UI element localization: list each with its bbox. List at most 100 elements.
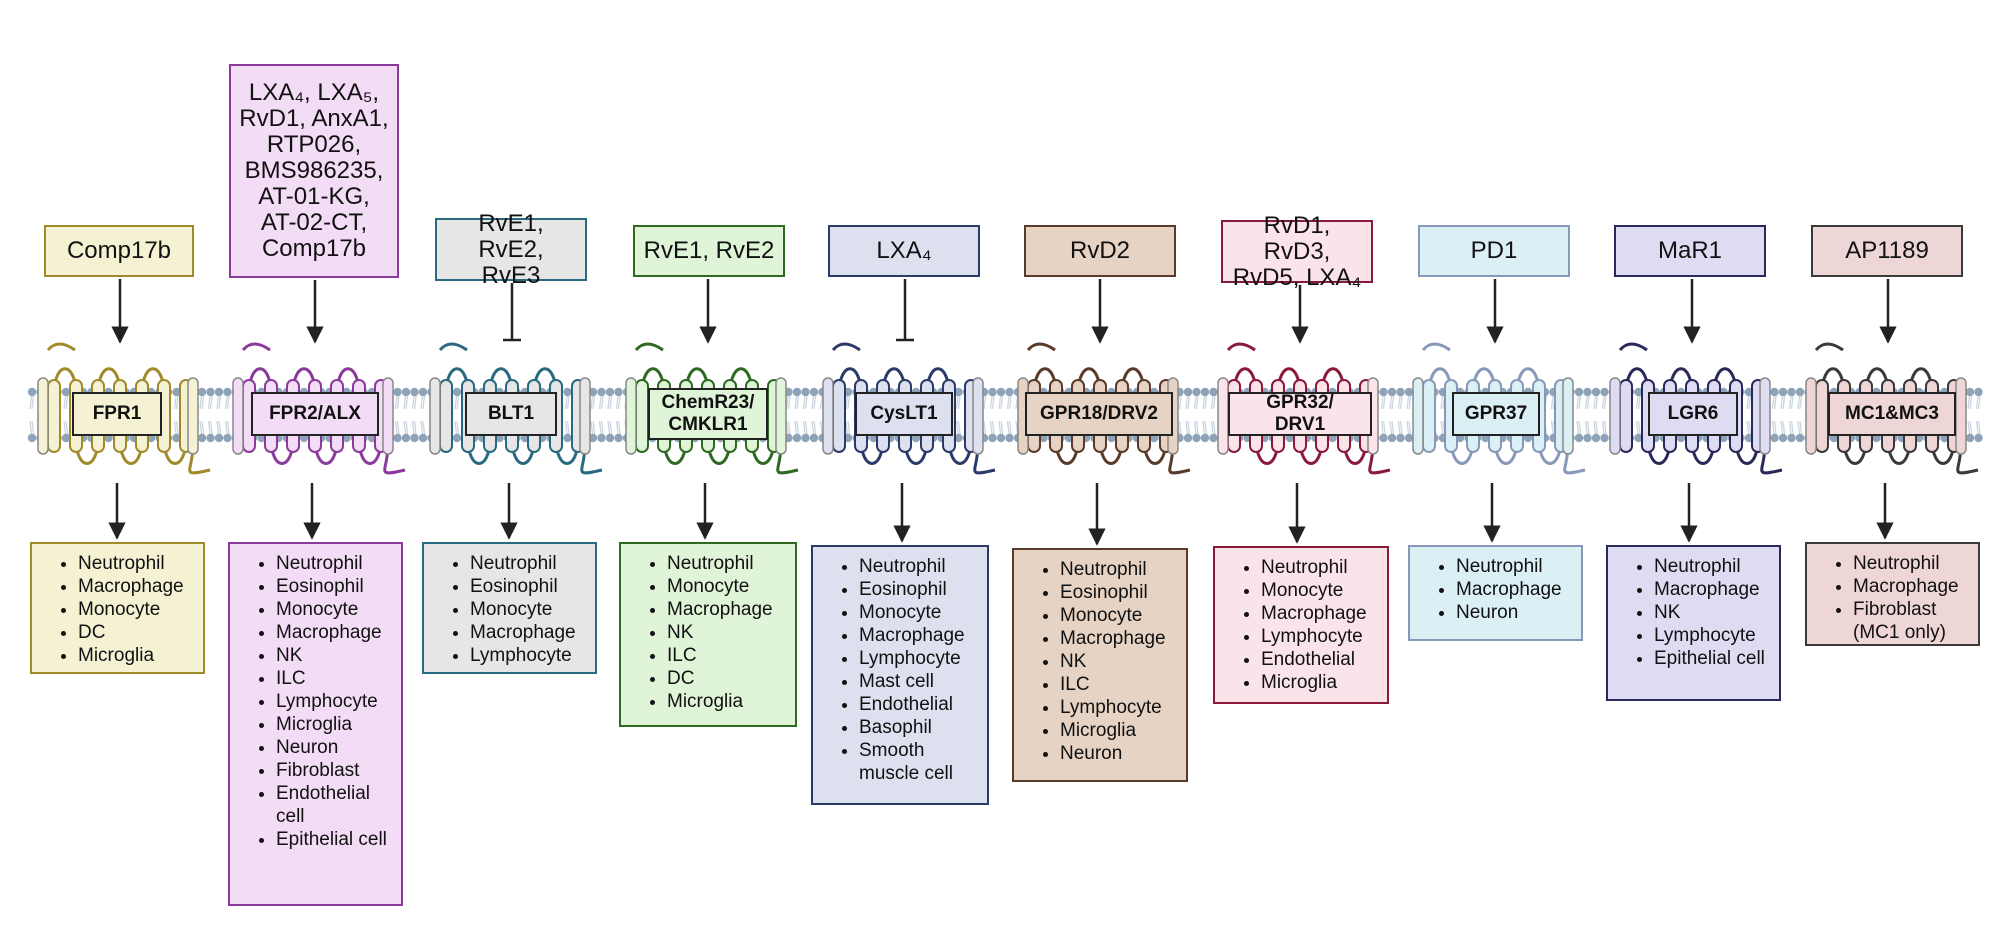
cell-type-item: Monocyte	[276, 598, 393, 621]
cell-type-item: Endothelial	[1261, 648, 1379, 671]
cell-type-item: Monocyte	[78, 598, 195, 621]
cell-types-box-mc1mc3: NeutrophilMacrophageFibroblast (MC1 only…	[1805, 542, 1980, 646]
cell-type-item: Macrophage	[1456, 578, 1573, 601]
receptor-label-lgr6: LGR6	[1648, 392, 1738, 436]
receptor-label-gpr32: GPR32/ DRV1	[1228, 392, 1372, 436]
cell-type-item: Monocyte	[859, 601, 979, 624]
cell-type-item: Neuron	[1456, 601, 1573, 624]
cell-type-list: NeutrophilMacrophageNeuron	[1410, 555, 1573, 624]
cell-type-item: Fibroblast	[276, 759, 393, 782]
cell-type-item: ILC	[1060, 673, 1178, 696]
ligand-label: RvE1, RvE2, RvE3	[478, 209, 544, 289]
cell-type-item: Macrophage	[1261, 602, 1379, 625]
cell-type-item: Microglia	[667, 690, 787, 713]
cell-type-item: Lymphocyte	[1060, 696, 1178, 719]
cell-type-item: Neutrophil	[1853, 552, 1970, 575]
cell-type-item: NK	[276, 644, 393, 667]
receptor-label-fpr2: FPR2/ALX	[251, 392, 379, 436]
cell-type-list: NeutrophilMacrophageMonocyteDCMicroglia	[32, 552, 195, 667]
cell-type-item: Epithelial cell	[276, 828, 393, 851]
cell-type-item: NK	[1654, 601, 1771, 624]
cell-type-item: Neutrophil	[78, 552, 195, 575]
cell-type-item: Macrophage	[276, 621, 393, 644]
cell-types-box-chemr23: NeutrophilMonocyteMacrophageNKILCDCMicro…	[619, 542, 797, 727]
cell-type-item: Lymphocyte	[859, 647, 979, 670]
ligand-box-mc1mc3: AP1189	[1811, 225, 1963, 277]
receptor-label-mc1mc3: MC1&MC3	[1828, 392, 1956, 436]
cell-type-item: Lymphocyte	[1261, 625, 1379, 648]
cell-type-item: Lymphocyte	[276, 690, 393, 713]
cell-type-list: NeutrophilMacrophageNKLymphocyteEpitheli…	[1608, 555, 1771, 670]
ligand-label: LXA₄, LXA₅, RvD1, AnxA1, RTP026, BMS9862…	[239, 79, 389, 262]
cell-types-box-lgr6: NeutrophilMacrophageNKLymphocyteEpitheli…	[1606, 545, 1781, 701]
ligand-label: RvD1, RvD3, RvD5, LXA₄	[1232, 211, 1362, 291]
ligand-box-chemr23: RvE1, RvE2	[633, 225, 785, 277]
cell-type-item: Macrophage	[1654, 578, 1771, 601]
cell-type-item: Macrophage	[1853, 575, 1970, 598]
ligand-box-cyslt1: LXA₄	[828, 225, 980, 277]
ligand-label: RvD2	[1069, 237, 1130, 264]
cell-types-box-fpr2: NeutrophilEosinophilMonocyteMacrophageNK…	[228, 542, 403, 906]
cell-types-box-fpr1: NeutrophilMacrophageMonocyteDCMicroglia	[30, 542, 205, 674]
cell-type-item: Endothelial	[859, 693, 979, 716]
receptor-label-fpr1: FPR1	[72, 392, 162, 436]
receptor-label-gpr18: GPR18/DRV2	[1025, 392, 1173, 436]
ligand-label: AP1189	[1845, 237, 1929, 264]
cell-type-item: Eosinophil	[859, 578, 979, 601]
cell-type-list: NeutrophilEosinophilMonocyteMacrophageLy…	[424, 552, 587, 667]
cell-type-item: Epithelial cell	[1654, 647, 1771, 670]
cell-type-item: Neutrophil	[1456, 555, 1573, 578]
ligand-label: PD1	[1470, 237, 1518, 264]
cell-type-item: Mast cell	[859, 670, 979, 693]
receptor-label-gpr37: GPR37	[1452, 392, 1540, 436]
ligand-box-fpr2: LXA₄, LXA₅, RvD1, AnxA1, RTP026, BMS9862…	[229, 64, 399, 278]
cell-type-item: Macrophage	[470, 621, 587, 644]
cell-type-item: Microglia	[78, 644, 195, 667]
cell-type-item: Basophil	[859, 716, 979, 739]
cell-type-item: Microglia	[276, 713, 393, 736]
ligand-label: LXA₄	[876, 237, 932, 264]
cell-type-list: NeutrophilEosinophilMonocyteMacrophageNK…	[1014, 558, 1178, 765]
receptor-label-blt1: BLT1	[465, 392, 557, 436]
ligand-box-gpr32: RvD1, RvD3, RvD5, LXA₄	[1221, 212, 1373, 290]
ligand-label: RvE1, RvE2	[643, 237, 775, 264]
cell-type-item: Eosinophil	[470, 575, 587, 598]
cell-type-item: Monocyte	[470, 598, 587, 621]
cell-type-item: Monocyte	[667, 575, 787, 598]
ligand-box-gpr37: PD1	[1418, 225, 1570, 277]
ligand-box-blt1: RvE1, RvE2, RvE3	[435, 210, 587, 288]
cell-type-list: NeutrophilMonocyteMacrophageNKILCDCMicro…	[621, 552, 787, 713]
cell-type-item: ILC	[667, 644, 787, 667]
cell-type-item: Neutrophil	[667, 552, 787, 575]
cell-type-item: Smooth muscle cell	[859, 739, 979, 785]
cell-type-item: DC	[78, 621, 195, 644]
ligand-label: Comp17b	[66, 237, 172, 264]
cell-type-item: ILC	[276, 667, 393, 690]
cell-type-list: NeutrophilEosinophilMonocyteMacrophageLy…	[813, 555, 979, 785]
cell-types-box-blt1: NeutrophilEosinophilMonocyteMacrophageLy…	[422, 542, 597, 674]
ligand-box-gpr18: RvD2	[1024, 225, 1176, 277]
cell-type-item: Microglia	[1261, 671, 1379, 694]
cell-type-item: Neuron	[1060, 742, 1178, 765]
cell-type-item: Neutrophil	[1654, 555, 1771, 578]
cell-types-box-gpr18: NeutrophilEosinophilMonocyteMacrophageNK…	[1012, 548, 1188, 782]
cell-type-item: Neutrophil	[1261, 556, 1379, 579]
cell-type-item: Neuron	[276, 736, 393, 759]
cell-type-item: Macrophage	[859, 624, 979, 647]
cell-type-item: Monocyte	[1060, 604, 1178, 627]
cell-type-item: Macrophage	[78, 575, 195, 598]
cell-type-item: Macrophage	[667, 598, 787, 621]
receptor-label-chemr23: ChemR23/ CMKLR1	[648, 388, 768, 440]
cell-type-item: Eosinophil	[276, 575, 393, 598]
cell-type-item: Neutrophil	[470, 552, 587, 575]
cell-type-item: Microglia	[1060, 719, 1178, 742]
cell-type-item: DC	[667, 667, 787, 690]
cell-type-item: Lymphocyte	[1654, 624, 1771, 647]
cell-type-list: NeutrophilMacrophageFibroblast (MC1 only…	[1807, 552, 1970, 644]
cell-type-list: NeutrophilEosinophilMonocyteMacrophageNK…	[230, 552, 393, 851]
cell-type-item: Neutrophil	[859, 555, 979, 578]
cell-type-item: Endothelial cell	[276, 782, 393, 828]
cell-type-list: NeutrophilMonocyteMacrophageLymphocyteEn…	[1215, 556, 1379, 694]
receptor-label-cyslt1: CysLT1	[855, 392, 953, 436]
